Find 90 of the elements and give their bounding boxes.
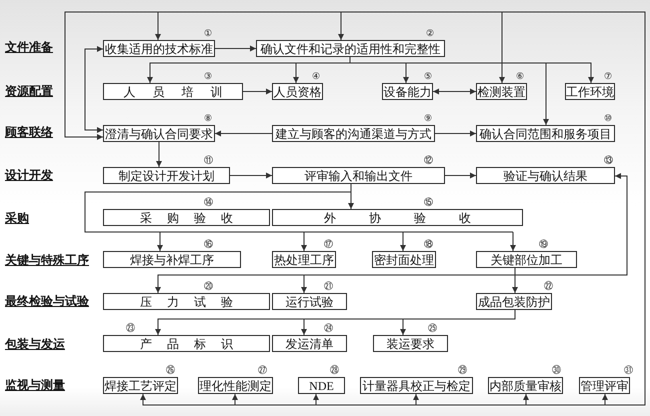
process-label: NDE — [309, 378, 334, 392]
double-arrow — [84, 46, 104, 133]
step-number: ㉚ — [552, 365, 561, 375]
step-number: ⑬ — [604, 155, 613, 165]
step-number: ⑯ — [204, 239, 213, 249]
step-number: ㉒ — [544, 281, 553, 291]
process-label: 人员资格 — [274, 84, 322, 98]
arrow — [434, 130, 476, 136]
step-number: ㉕ — [428, 323, 437, 333]
process-label: 确认合同范围和服务项目 — [480, 126, 612, 140]
process-label: 澄清与确认合同要求 — [105, 126, 213, 140]
process-label: 关键部位加工 — [490, 252, 562, 266]
process-label: 采 购 验 收 — [139, 210, 239, 224]
arrow — [514, 173, 628, 276]
row-heading: 顾客联络 — [5, 125, 53, 140]
step-number: ⑤ — [424, 71, 432, 81]
step-number: ① — [204, 28, 212, 38]
process-label: 评审输入和输出文件 — [304, 168, 412, 182]
row-heading: 采购 — [5, 211, 29, 226]
process-label: 人 员 培 训 — [122, 84, 230, 98]
step-number: ㉑ — [324, 281, 333, 291]
row-heading: 包装与发运 — [5, 337, 65, 352]
arrow — [156, 142, 162, 168]
arrow — [400, 232, 406, 252]
step-number: ⑮ — [424, 197, 433, 207]
process-label: 密封面处理 — [374, 252, 434, 266]
step-number: ⑦ — [604, 71, 612, 81]
row-heading: 文件准备 — [5, 40, 53, 55]
process-label: 焊接工艺评定 — [104, 378, 176, 392]
process-label: 理化性能测定 — [200, 378, 272, 392]
step-number: ㉔ — [324, 323, 333, 333]
process-label: 焊接与补焊工序 — [130, 252, 214, 266]
step-number: ⑭ — [204, 197, 213, 207]
process-label: 建立与顾客的沟通渠道与方式 — [276, 126, 432, 140]
process-label: 管理评审 — [580, 378, 628, 392]
process-label: 内部质量审核 — [490, 378, 562, 392]
process-label: 成品包装防护 — [478, 294, 550, 308]
step-number: ⑨ — [424, 113, 432, 123]
step-number: ⑱ — [424, 239, 433, 249]
arrow — [348, 184, 354, 210]
step-number: ⑪ — [204, 155, 213, 165]
arrow — [230, 172, 272, 178]
process-label: 外 协 验 收 — [323, 210, 486, 224]
arrow — [400, 310, 516, 336]
process-label: 设备能力 — [384, 84, 432, 98]
step-number: ⑳ — [204, 281, 213, 291]
step-number: ⑰ — [324, 239, 333, 249]
process-label: 压 力 试 验 — [139, 294, 239, 308]
process-label: 产 品 标 识 — [139, 336, 239, 350]
row-heading: 关键与特殊工序 — [5, 253, 89, 268]
step-number: ㉛ — [624, 365, 633, 375]
arrow — [602, 200, 646, 406]
process-label: 收集适用的技术标准 — [105, 42, 213, 56]
step-number: ㉓ — [126, 323, 135, 333]
arrow — [157, 232, 163, 252]
process-label: 确认文件和记录的适用性和完整性 — [260, 42, 440, 56]
step-number: ⑲ — [539, 239, 548, 249]
process-label: 发运清单 — [286, 336, 334, 350]
arrow — [214, 46, 256, 52]
step-number: ㉖ — [166, 365, 175, 375]
row-heading: 资源配置 — [5, 84, 53, 99]
process-label: 装运要求 — [386, 336, 434, 350]
row-heading: 最终检验与试验 — [5, 294, 89, 309]
process-label: 验证与确认结果 — [504, 168, 588, 182]
process-label: 计量器具校正与检定 — [362, 378, 470, 392]
step-number: ㉘ — [330, 365, 339, 375]
process-label: 工作环境 — [566, 84, 614, 98]
arrow — [350, 56, 549, 126]
step-number: ② — [426, 28, 434, 38]
arrow — [444, 172, 476, 178]
double-arrow — [432, 88, 476, 94]
arrow — [301, 232, 307, 252]
arrow — [510, 232, 516, 252]
process-label: 运行试验 — [286, 294, 334, 308]
process-label: 热处理工序 — [274, 252, 334, 266]
step-number: ⑫ — [424, 155, 433, 165]
row-heading: 设计开发 — [5, 168, 53, 183]
step-number: ⑥ — [516, 71, 524, 81]
step-number: ④ — [312, 71, 320, 81]
arrow — [214, 130, 272, 136]
arrow — [242, 88, 272, 94]
step-number: ㉗ — [258, 365, 267, 375]
step-number: ⑩ — [604, 113, 612, 123]
arrow — [64, 12, 646, 200]
step-number: ③ — [204, 71, 212, 81]
process-label: 检测装置 — [478, 84, 526, 98]
step-number: ㉙ — [458, 365, 467, 375]
step-number: ⑧ — [204, 113, 212, 123]
row-heading: 监视与测量 — [5, 378, 65, 393]
process-label: 制定设计开发计划 — [118, 168, 214, 182]
